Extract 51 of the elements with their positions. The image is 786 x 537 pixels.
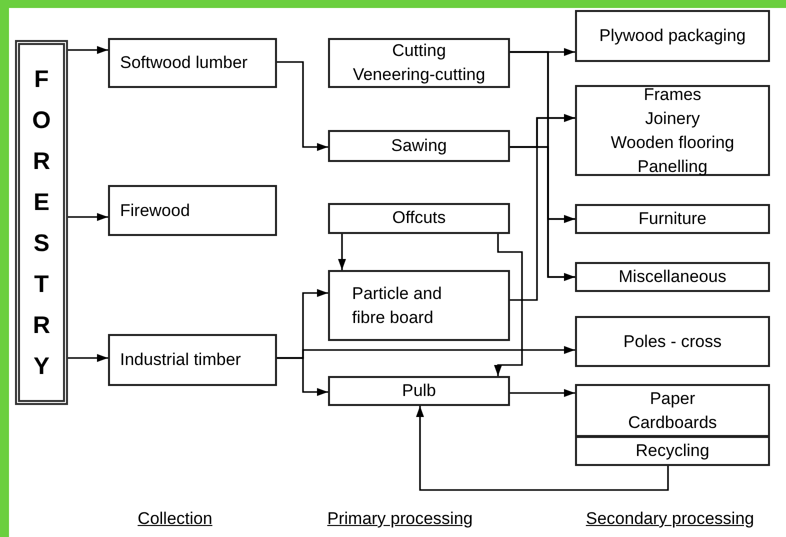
process-box: [108, 38, 277, 88]
box-text: Miscellaneous: [618, 266, 726, 288]
box-text: Firewood: [120, 200, 190, 222]
process-box: [575, 85, 770, 176]
box-text: Offcuts: [392, 207, 446, 229]
arrow: [68, 354, 108, 362]
arrow: [338, 234, 346, 270]
vertical-title: FORESTRY: [31, 64, 52, 382]
arrow: [510, 146, 575, 281]
box-text: Plywood packaging: [599, 25, 746, 47]
process-box: [575, 316, 770, 367]
box-text: Particle and fibre board: [352, 282, 443, 328]
box-text: Cardboards: [628, 412, 717, 434]
arrow: [68, 213, 108, 221]
process-box: [575, 262, 770, 292]
box-text: Joinery: [645, 108, 700, 130]
box-text: Furniture: [638, 208, 707, 230]
box-text: Panelling: [638, 156, 708, 178]
column-heading: Primary processing: [326, 508, 474, 530]
box-text: Recycling: [636, 440, 710, 462]
box-text: Industrial timber: [120, 349, 241, 371]
column-heading: Secondary processing: [584, 508, 756, 530]
box-text: Poles - cross: [623, 330, 722, 352]
arrow: [510, 389, 575, 397]
arrow: [277, 357, 328, 396]
arrow: [494, 234, 523, 376]
box-text: Veneering-cutting: [352, 64, 486, 86]
column-heading: Collection: [136, 508, 214, 530]
box-text: Cutting: [392, 40, 446, 62]
process-box: [328, 38, 510, 88]
box-text: Sawing: [391, 135, 447, 157]
box-text: Wooden flooring: [610, 132, 734, 154]
process-box: [328, 376, 510, 406]
process-box: [328, 270, 510, 341]
arrow: [68, 46, 108, 54]
process-box: [575, 384, 770, 437]
process-box: [575, 10, 770, 62]
box-text: Pulb: [402, 380, 436, 402]
arrow: [510, 114, 575, 301]
arrow: [277, 61, 328, 151]
box-text: Softwood lumber: [120, 52, 248, 74]
title-column-box: [15, 40, 68, 405]
process-box: [108, 334, 277, 386]
process-box: [108, 185, 277, 236]
box-text: Frames: [644, 84, 702, 106]
box-text: Paper: [650, 388, 696, 410]
process-box: [328, 130, 510, 162]
process-box: [575, 204, 770, 234]
arrow: [416, 406, 669, 491]
process-box: [328, 203, 510, 234]
process-box: [575, 436, 770, 466]
